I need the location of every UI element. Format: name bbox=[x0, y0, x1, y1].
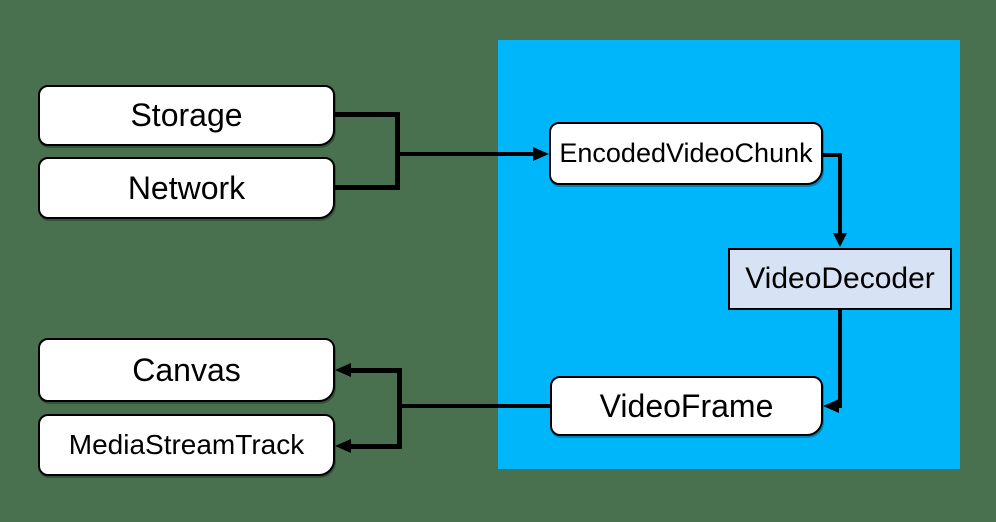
connector-network-stub bbox=[335, 185, 400, 190]
node-media-stream-track: MediaStreamTrack bbox=[38, 414, 335, 476]
connector-storage-stub bbox=[335, 112, 400, 117]
node-encoded-video-chunk: EncodedVideoChunk bbox=[549, 122, 823, 185]
node-canvas: Canvas bbox=[38, 338, 335, 402]
node-storage: Storage bbox=[38, 85, 335, 146]
node-network: Network bbox=[38, 157, 335, 219]
connector-chunk-out-stub bbox=[823, 153, 842, 157]
connector-chunk-to-decoder-vertical bbox=[838, 153, 842, 233]
connector-media-stream-track-stub bbox=[351, 444, 397, 449]
connector-frame-to-sinks-line bbox=[402, 404, 550, 408]
node-video-decoder: VideoDecoder bbox=[728, 248, 952, 310]
arrowhead-into-media-stream-track bbox=[335, 439, 351, 453]
connector-decoder-to-frame-vertical bbox=[838, 310, 842, 408]
arrowhead-into-canvas bbox=[335, 363, 351, 377]
node-video-frame: VideoFrame bbox=[550, 376, 823, 436]
connector-decoder-to-frame-stub bbox=[838, 404, 842, 408]
arrowhead-into-video-frame bbox=[823, 399, 839, 413]
connector-canvas-stub bbox=[351, 368, 397, 373]
connector-sinks-bracket-vertical bbox=[397, 368, 402, 449]
arrowhead-into-video-decoder bbox=[833, 233, 847, 247]
arrowhead-into-encoded-video-chunk bbox=[533, 147, 549, 161]
connector-sources-bracket-vertical bbox=[395, 112, 400, 190]
connector-sources-to-chunk-line bbox=[400, 152, 534, 156]
